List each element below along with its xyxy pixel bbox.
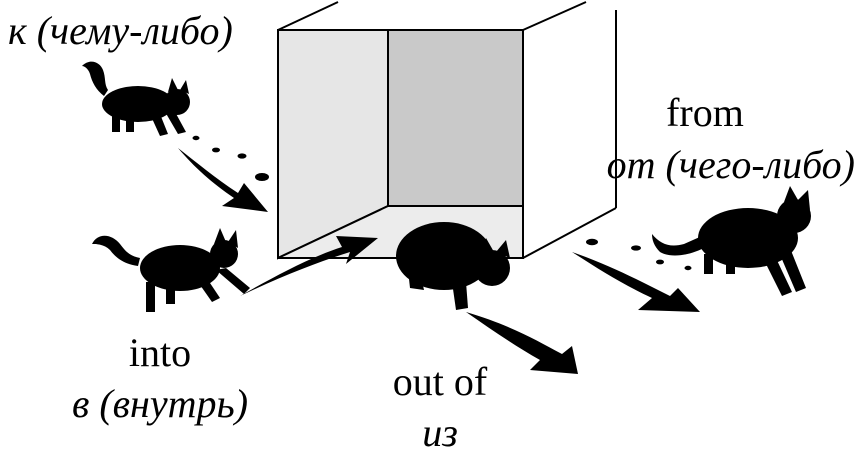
label-from-en: from: [666, 90, 744, 135]
paw-print-icon: [656, 259, 664, 265]
label-out-of-ru: из: [422, 410, 458, 455]
arrow-icon-into: [240, 236, 378, 296]
cat-silhouette-icon-from: [652, 186, 811, 296]
paw-print-icon: [192, 135, 200, 141]
paw-prints-from: [586, 238, 692, 271]
paw-print-icon: [631, 245, 641, 251]
paw-print-icon: [684, 265, 692, 271]
arrow-icon-from: [572, 252, 700, 312]
box-top-left-edge: [277, 1, 339, 31]
label-to-ru: к (чему-либо): [8, 8, 233, 53]
arrow-icon-to: [178, 148, 268, 212]
arrows: [178, 148, 700, 374]
cat-silhouette-icon-into: [92, 228, 250, 312]
paw-prints-to: [192, 135, 269, 181]
paw-print-icon: [237, 153, 247, 159]
box-bottom-right-edge: [522, 207, 617, 259]
box-top-right-edge: [522, 1, 587, 31]
arrow-icon-out-of: [466, 312, 578, 374]
paw-print-icon: [212, 147, 220, 153]
box-back-wall: [387, 29, 524, 207]
open-box: [277, 1, 617, 260]
cat-silhouette-icon-out-of: [396, 222, 510, 310]
label-out-of-en: out of: [393, 359, 488, 404]
cat-silhouette-icon-to: [82, 61, 190, 136]
label-from-ru: от (чего-либо): [607, 142, 855, 187]
paw-print-icon: [255, 173, 269, 181]
paw-print-icon: [586, 238, 598, 246]
label-into-ru: в (внутрь): [72, 381, 248, 426]
label-into-en: into: [129, 330, 191, 375]
